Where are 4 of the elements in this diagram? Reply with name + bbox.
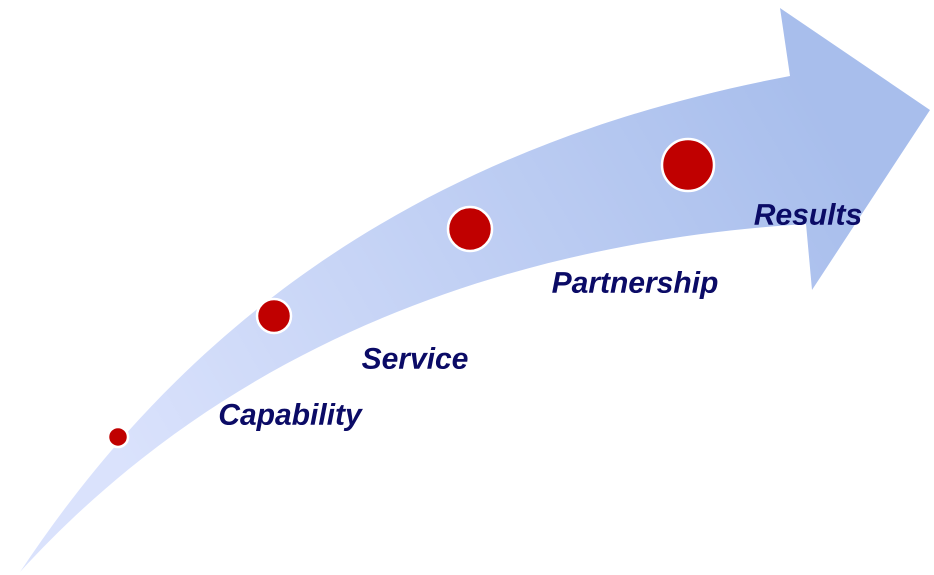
- stage-label: Service: [362, 346, 468, 370]
- stage-label: Results: [754, 202, 862, 226]
- stage-label: Partnership: [552, 271, 718, 299]
- stage-label: Capability: [220, 403, 363, 431]
